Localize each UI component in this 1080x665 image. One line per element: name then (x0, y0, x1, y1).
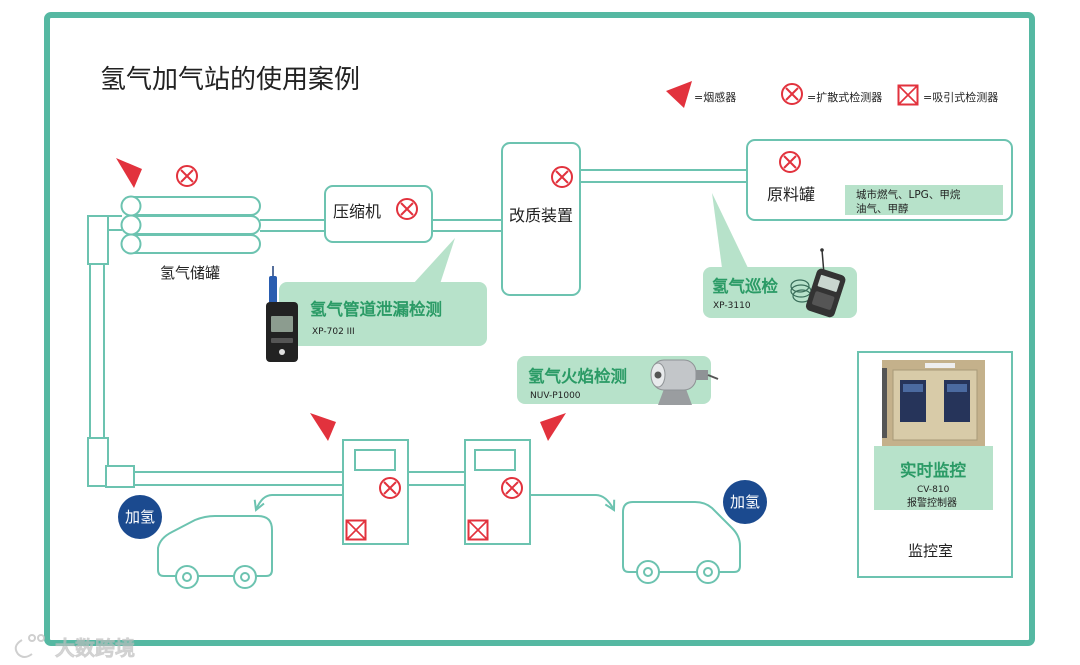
dispenser-right-smoke-sensor-icon (540, 413, 566, 441)
flame-model: NUV-P1000 (530, 391, 581, 401)
pipe-leak-detector-device-icon (266, 266, 298, 362)
feed-tank-label: 原料罐 (767, 185, 815, 204)
pipe-tank-to-compressor (260, 219, 325, 232)
refuel-badge-right: 加氢 (723, 480, 767, 524)
dispenser-left-smoke-sensor-icon (310, 413, 336, 441)
car-right-icon (622, 501, 741, 584)
pipe-leak-model: XP-702 III (312, 327, 355, 337)
hydrogen-storage-tanks (120, 195, 261, 255)
monitoring-panel (874, 446, 993, 510)
alarm-controller-cabinet-icon (882, 360, 985, 446)
dispenser-left (342, 439, 409, 545)
suction-detector-icon (897, 84, 919, 106)
feed-tank-diffusion-detector-icon (779, 151, 801, 173)
compressor-diffusion-detector-icon (396, 198, 418, 220)
dispenser-left-diffusion-detector-icon (379, 477, 401, 499)
smoke-sensor-icon (666, 81, 692, 108)
watermark: 大数跨境 (14, 634, 135, 660)
dispenser-right-diffusion-detector-icon (501, 477, 523, 499)
refuel-arrow-left (256, 494, 343, 510)
pipe-tank-to-dispensers (87, 215, 343, 488)
callout-flame: 氢气火焰检测 NUV-P1000 (517, 356, 719, 405)
patrol-model: XP-3110 (713, 301, 751, 311)
diffusion-detector-icon (781, 83, 803, 105)
feed-tank-contents-line-1: 城市燃气、LPG、甲烷 (856, 188, 961, 201)
refuel-arrow-right (530, 494, 614, 510)
patrol-detector-device-icon (790, 248, 846, 318)
pipe-between-dispensers (408, 471, 465, 486)
car-left-icon (157, 515, 273, 589)
refuel-badge-left: 加氢 (118, 495, 162, 539)
flame-title: 氢气火焰检测 (528, 366, 627, 386)
pipe-reformer-to-feed-tank (580, 169, 747, 183)
legend-suction-detector-label: =吸引式检测器 (923, 90, 998, 104)
monitoring-model: CV-810 (917, 485, 950, 495)
storage-diffusion-detector-icon (176, 165, 198, 187)
pipe-leak-title: 氢气管道泄漏检测 (310, 299, 442, 319)
storage-tank-label: 氢气储罐 (160, 264, 220, 282)
monitoring-title: 实时监控 (900, 460, 967, 480)
legend: =烟感器 =扩散式检测器 =吸引式检测器 (666, 81, 998, 108)
compressor-label: 压缩机 (333, 202, 381, 221)
refuel-badge-right-label: 加氢 (730, 493, 760, 511)
control-room: 实时监控 CV-810 报警控制器 监控室 (857, 351, 1013, 578)
legend-diffusion-detector-label: =扩散式检测器 (807, 90, 882, 104)
storage-smoke-sensor-icon (116, 158, 142, 188)
pipe-compressor-to-reformer (432, 219, 502, 232)
dispenser-left-suction-detector-icon (345, 519, 367, 541)
feed-tank-contents-tag (845, 185, 1003, 215)
refuel-badge-left-label: 加氢 (125, 508, 155, 526)
feed-tank: 原料罐 城市燃气、LPG、甲烷 油气、甲醇 (746, 139, 1013, 221)
diagram-title: 氢气加气站的使用案例 (100, 65, 360, 95)
dispenser-right (464, 439, 531, 545)
control-room-label: 监控室 (908, 542, 953, 560)
patrol-title: 氢气巡检 (712, 276, 779, 296)
reformer-label: 改质装置 (509, 206, 573, 225)
reformer-diffusion-detector-icon (551, 166, 573, 188)
legend-smoke-sensor-label: =烟感器 (694, 90, 736, 104)
watermark-logo-icon (14, 634, 45, 658)
reformer: 改质装置 (501, 142, 581, 296)
dispenser-right-suction-detector-icon (467, 519, 489, 541)
monitoring-description: 报警控制器 (907, 496, 957, 509)
flame-detector-device-icon (650, 359, 719, 405)
callout-pipe-leak: 氢气管道泄漏检测 XP-702 III (266, 238, 487, 362)
compressor: 压缩机 (324, 185, 433, 243)
feed-tank-contents-line-2: 油气、甲醇 (856, 202, 909, 215)
watermark-text: 大数跨境 (55, 636, 135, 660)
callout-patrol: 氢气巡检 XP-3110 (703, 193, 857, 318)
